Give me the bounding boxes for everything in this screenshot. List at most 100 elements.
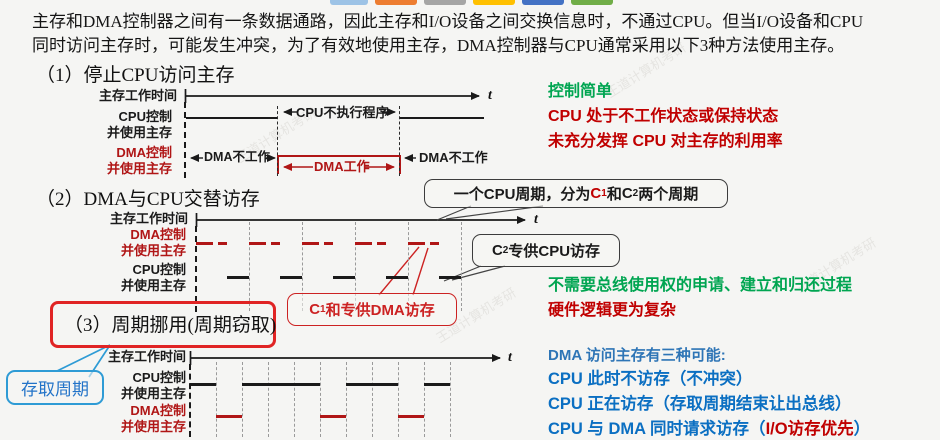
cpu-row-label: CPU控制 <box>132 370 186 385</box>
callout-text: 和专供DMA访存 <box>325 302 435 319</box>
cpu-segment <box>424 383 450 386</box>
section-1-title: （1）停止CPU访问主存 <box>36 65 235 86</box>
dma-segment <box>320 415 346 418</box>
decor-bar <box>571 0 613 5</box>
cycle-grid-line <box>355 222 356 311</box>
boundary-line <box>399 106 400 176</box>
note-dma-cases: DMA 访问主存有三种可能: <box>548 347 726 364</box>
dma-segment <box>216 415 242 418</box>
cpu-segment <box>346 383 398 386</box>
c1-subscript: 1 <box>320 304 326 315</box>
cycle-grid-line <box>320 362 321 437</box>
t-label: t <box>508 350 512 365</box>
t-label: t <box>488 88 492 103</box>
section-3-highlight-box <box>50 301 276 348</box>
cycle-grid-line <box>346 362 347 437</box>
dma-row-label: 并使用主存 <box>106 161 172 176</box>
section-3-title: （3）周期挪用(周期窃取) <box>64 315 277 336</box>
cycle-grid-line <box>461 222 462 311</box>
boundary-line <box>189 364 191 437</box>
note-case-text: ） <box>853 420 871 438</box>
dma-row-label: DMA控制 <box>130 403 186 418</box>
callout-text: 两个周期 <box>638 186 699 203</box>
axis-label: 主存工作时间 <box>98 88 177 103</box>
decor-bar <box>375 0 417 5</box>
cycle-grid-line <box>372 362 373 437</box>
cycle-grid-line <box>249 222 250 311</box>
intro-line: 同时访问主存时，可能发生冲突，为了有效地使用主存，DMA控制器与CPU通常采用以… <box>32 36 845 55</box>
note-case: CPU 此时不访存（不冲突） <box>548 370 753 388</box>
dma-segment <box>249 242 280 245</box>
decor-bar <box>330 0 368 5</box>
dma-work-label: DMA工作 <box>314 159 370 174</box>
intro-line: 主存和DMA控制器之间有一条数据通路，因此主存和I/O设备之间交换信息时，不通过… <box>32 12 864 31</box>
c1-symbol: C <box>309 301 321 318</box>
note-con: 未充分发挥 CPU 对主存的利用率 <box>548 133 783 150</box>
axis-label: 主存工作时间 <box>109 211 188 226</box>
c2-symbol: C <box>491 242 503 259</box>
c2-symbol: C <box>621 185 633 202</box>
cycle-grid-line <box>398 362 399 437</box>
callout-text: 和 <box>606 186 622 203</box>
cpu-row-label: CPU控制 <box>118 109 172 124</box>
cpu-segment <box>439 276 461 279</box>
cycle-grid-line <box>216 362 217 437</box>
cycle-grid-line <box>294 362 295 437</box>
access-cycle-callout: 存取周期 <box>6 370 104 405</box>
c1-pointer-lines <box>378 246 429 296</box>
t-label: t <box>534 212 538 227</box>
dma-segment <box>302 242 333 245</box>
section-2-title: （2）DMA与CPU交替访存 <box>36 189 260 210</box>
cpu-segment <box>227 276 249 279</box>
boundary-line <box>277 106 278 176</box>
cpu-segment <box>400 117 484 119</box>
dma-segment <box>355 242 386 245</box>
c1-subscript: 1 <box>601 188 607 199</box>
decor-bar <box>424 0 466 5</box>
callout-text: 存取周期 <box>21 380 89 399</box>
dma-row-label: DMA控制 <box>116 145 172 160</box>
cycle-grid-line <box>408 222 409 311</box>
note-case-highlight: I/O访存优先 <box>765 420 854 438</box>
note-con: 硬件逻辑更为复杂 <box>548 302 677 319</box>
cycle-grid-line <box>268 362 269 437</box>
c2-subscript: 2 <box>632 188 639 199</box>
cpu-segment <box>186 117 278 119</box>
cycle-grid-line <box>450 362 451 437</box>
boundary-line <box>195 226 197 312</box>
cpu-row-label: 并使用主存 <box>120 278 186 293</box>
note-pro: 控制简单 <box>548 83 613 100</box>
callout-text: 专供CPU访存 <box>508 243 601 260</box>
dma-row-label: 并使用主存 <box>120 419 186 434</box>
cpu-row-label: 并使用主存 <box>106 125 172 140</box>
note-case-text: CPU 与 DMA 同时请求访存（ <box>548 420 766 438</box>
dma-idle-label: DMA不工作 <box>204 150 270 164</box>
callout-text: 一个CPU周期，分为 <box>453 186 591 203</box>
cpu-segment <box>190 383 216 386</box>
cycle-grid-line <box>302 222 303 311</box>
c2-subscript: 2 <box>502 245 509 256</box>
note-case: CPU 与 DMA 同时请求访存（I/O访存优先） <box>548 415 870 439</box>
cpu-row-label: CPU控制 <box>132 262 186 277</box>
dma-segment <box>408 242 439 245</box>
cpu-segment <box>333 276 355 279</box>
dma-segment <box>398 415 424 418</box>
cpu-row-label: 并使用主存 <box>120 386 186 401</box>
note-con: CPU 处于不工作状态或保持状态 <box>548 108 779 125</box>
cycle-grid-line <box>424 362 425 437</box>
dma-segment <box>196 242 227 245</box>
decor-bar <box>473 0 515 5</box>
note-case: CPU 正在访存（存取周期结束让出总线） <box>548 395 852 413</box>
dma-idle-label: DMA不工作 <box>419 150 488 165</box>
cpu-segment <box>280 276 302 279</box>
c1-symbol: C <box>590 185 602 202</box>
axis-label: 主存工作时间 <box>107 349 186 364</box>
cycle-grid-line <box>242 362 243 437</box>
note-pro: 不需要总线使用权的申请、建立和归还过程 <box>548 277 853 294</box>
cpu-gap-label: CPU不执行程序 <box>296 105 389 120</box>
decor-bar <box>522 0 564 5</box>
cpu-segment <box>242 383 320 386</box>
